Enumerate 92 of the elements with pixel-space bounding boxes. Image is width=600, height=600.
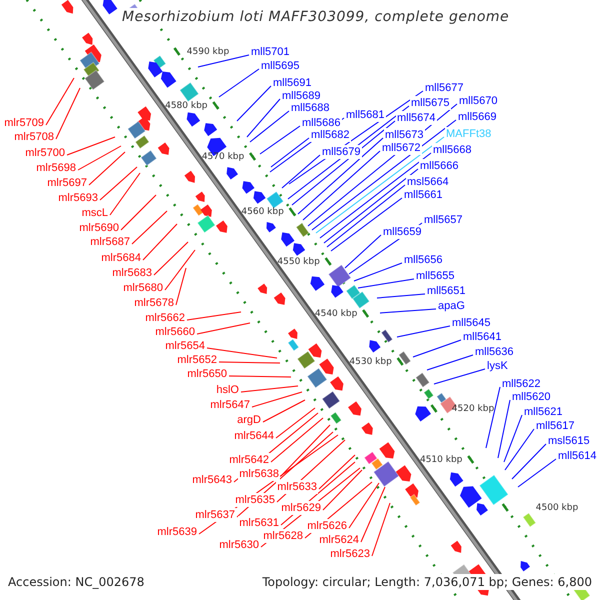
gene-label: mlr5628 bbox=[262, 529, 304, 543]
leader-line bbox=[292, 120, 396, 206]
gene-label: mll5682 bbox=[310, 128, 351, 142]
gene-label: mll5659 bbox=[382, 225, 423, 239]
leader-line bbox=[512, 444, 546, 480]
leader-line bbox=[270, 418, 324, 462]
leader-line bbox=[326, 184, 406, 248]
gene-label: mlr5637 bbox=[194, 508, 236, 522]
gene-label: mlr5626 bbox=[306, 519, 348, 533]
leader-line bbox=[78, 146, 122, 170]
leader-line bbox=[218, 362, 280, 364]
leader-line bbox=[412, 340, 462, 358]
leader-line bbox=[348, 482, 380, 528]
leader-line bbox=[312, 120, 456, 230]
accession-text: Accession: NC_002678 bbox=[8, 574, 144, 590]
leader-line bbox=[110, 172, 140, 216]
leader-line bbox=[434, 368, 486, 384]
leader-line bbox=[380, 308, 436, 314]
leader-line bbox=[252, 392, 302, 408]
leader-line bbox=[518, 458, 556, 488]
leader-line bbox=[100, 166, 138, 200]
leader-line bbox=[426, 354, 474, 370]
leader-line bbox=[504, 414, 522, 462]
leader-line bbox=[56, 88, 80, 140]
leader-line bbox=[376, 294, 426, 298]
leader-line bbox=[498, 400, 510, 458]
leader-line bbox=[262, 400, 306, 422]
gene-label: mlr5638 bbox=[238, 467, 280, 481]
position-label: 4510 kbp bbox=[420, 455, 462, 466]
leader-line bbox=[250, 110, 290, 142]
leader-line bbox=[236, 86, 272, 122]
position-label: 4500 kbp bbox=[536, 503, 578, 514]
leader-line bbox=[120, 194, 156, 230]
leader-line bbox=[324, 168, 418, 244]
gene-label: argD bbox=[236, 413, 262, 427]
leader-line bbox=[276, 408, 316, 438]
position-label: 4560 kbp bbox=[241, 207, 284, 218]
gene-label: mll5679 bbox=[321, 145, 362, 159]
leader-line bbox=[360, 486, 386, 542]
gene-label: mlr5629 bbox=[280, 501, 322, 515]
position-label: 4590 kbp bbox=[186, 47, 230, 58]
leader-line bbox=[354, 262, 402, 282]
leader-line bbox=[206, 348, 278, 358]
gene-label: mll5674 bbox=[396, 111, 437, 125]
leader-line bbox=[260, 126, 300, 154]
position-label: 4570 kbp bbox=[202, 152, 244, 163]
leader-line bbox=[320, 152, 432, 238]
leader-line bbox=[88, 152, 126, 186]
gene-label: mll5681 bbox=[345, 108, 386, 122]
position-label: 4530 kbp bbox=[349, 357, 392, 368]
position-label: 4580 kbp bbox=[165, 101, 208, 112]
gene-label: mll5673 bbox=[384, 128, 425, 142]
leader-line bbox=[396, 326, 450, 338]
gene-label: mlr5635 bbox=[234, 493, 276, 507]
gene-label: lysK bbox=[486, 359, 509, 373]
leader-line bbox=[322, 470, 362, 510]
leader-line bbox=[270, 138, 310, 168]
gene-label: apaG bbox=[437, 299, 466, 313]
leader-line bbox=[228, 376, 292, 378]
leader-line bbox=[316, 136, 444, 234]
leader-line bbox=[282, 154, 320, 188]
position-label: 4540 kbp bbox=[314, 309, 358, 320]
leader-line bbox=[298, 138, 384, 214]
leader-line bbox=[196, 322, 250, 334]
leader-line bbox=[330, 198, 402, 252]
position-label: 4550 kbp bbox=[277, 257, 320, 268]
leader-line bbox=[198, 54, 250, 68]
leader-line bbox=[372, 502, 390, 556]
leader-line bbox=[142, 224, 178, 260]
gene-label: mlr5633 bbox=[276, 480, 318, 494]
leader-line bbox=[318, 454, 356, 490]
position-label: 4520 kbp bbox=[452, 404, 494, 415]
leader-line bbox=[186, 312, 242, 320]
leader-line bbox=[504, 428, 534, 470]
leader-line bbox=[66, 136, 116, 156]
leader-line bbox=[176, 268, 186, 306]
leader-line bbox=[246, 98, 280, 138]
leader-line bbox=[132, 210, 168, 244]
leader-line bbox=[46, 78, 74, 126]
gene-label: mll5672 bbox=[381, 141, 422, 155]
leader-line bbox=[344, 234, 382, 268]
leader-line bbox=[486, 386, 500, 448]
leader-line bbox=[302, 150, 380, 220]
leader-line bbox=[240, 386, 298, 392]
leader-line bbox=[154, 242, 188, 276]
leader-line bbox=[358, 278, 414, 288]
leader-line bbox=[164, 250, 196, 290]
topology-text: Topology: circular; Length: 7,036,071 bp; Genes: 6,800 bbox=[262, 574, 592, 590]
leader-line bbox=[218, 68, 260, 98]
gene-label: mlr5642 bbox=[228, 453, 270, 467]
leader-line bbox=[280, 424, 330, 476]
gene-label: mll5675 bbox=[410, 96, 451, 110]
